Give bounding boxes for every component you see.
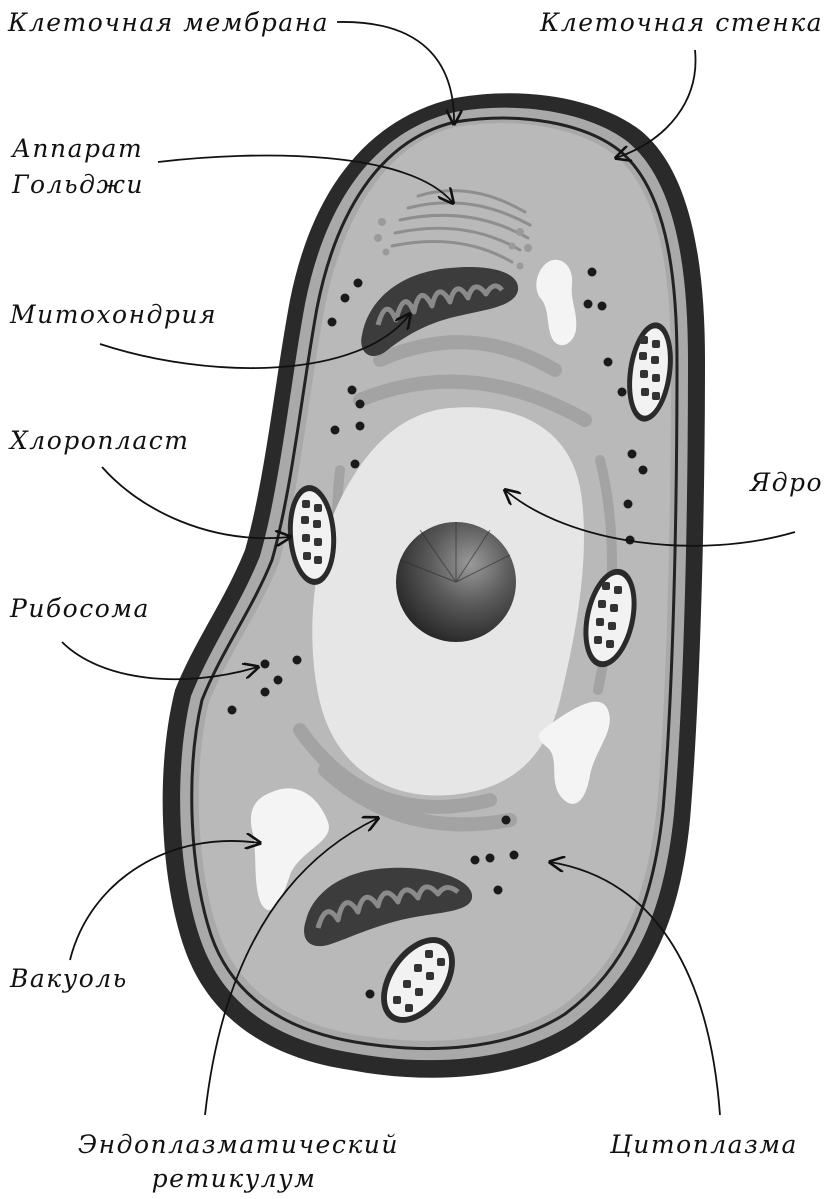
- label-vacuole: Вакуоль: [10, 962, 128, 995]
- label-cell-wall: Клеточная стенка: [540, 6, 823, 39]
- label-er-line2: ретикулум: [78, 1162, 390, 1195]
- label-cytoplasm: Цитоплазма: [610, 1128, 798, 1161]
- label-ribosome: Рибосома: [10, 592, 150, 625]
- label-er-line1: Эндоплазматический: [78, 1128, 390, 1161]
- label-golgi-line1: Аппарат: [12, 132, 143, 165]
- label-mitochondrion: Митохондрия: [10, 298, 217, 331]
- label-nucleus: Ядро: [750, 466, 823, 499]
- label-golgi-line2: Гольджи: [12, 168, 144, 201]
- label-cell-membrane: Клеточная мембрана: [8, 6, 329, 39]
- label-chloroplast: Хлоропласт: [10, 424, 189, 457]
